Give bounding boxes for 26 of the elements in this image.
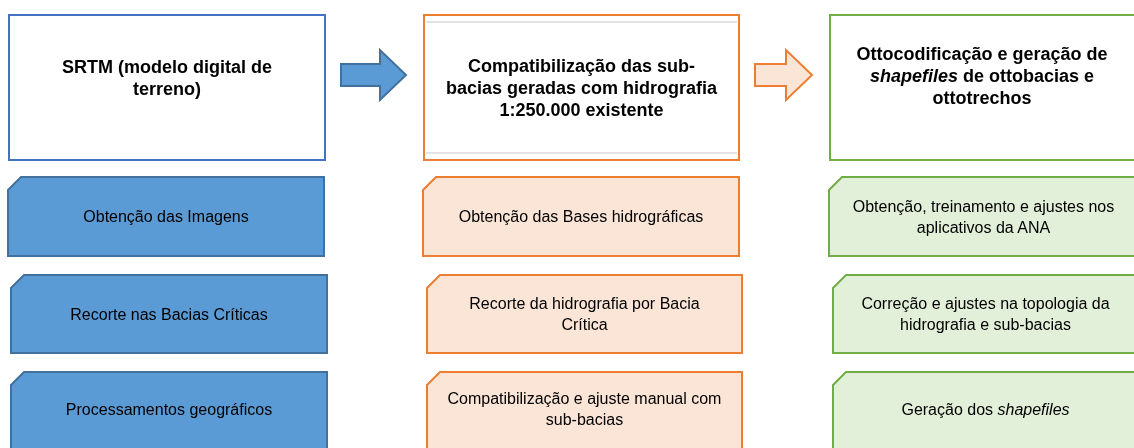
step-box (426, 274, 743, 354)
step-text: Processamentos geográficos (65, 399, 273, 420)
step-box (7, 176, 325, 257)
step-box (832, 371, 1134, 448)
step-box (10, 371, 328, 448)
block-arrow (340, 47, 408, 103)
box-title: SRTM (modelo digital de terreno) (61, 55, 273, 100)
step-box (10, 274, 328, 354)
step-text: Geração dos shapefiles (901, 399, 1070, 420)
step-text: Correção e ajustes na topologia da hidrografia e sub-bacias (860, 294, 1111, 335)
step-text: Obtenção, treinamento e ajustes nos aplicativos da ANA (851, 196, 1116, 238)
block-arrow (754, 47, 814, 103)
process-box (829, 14, 1134, 161)
step-text: Compatibilização e ajuste manual com sub-bacias (446, 389, 723, 430)
step-box (426, 371, 743, 448)
process-box (8, 14, 326, 161)
process-box (423, 14, 740, 161)
step-text: Recorte da hidrografia por Bacia Crítica (468, 294, 701, 335)
step-box (828, 176, 1134, 257)
step-box (422, 176, 740, 257)
step-text: Obtenção das Bases hidrográficas (458, 207, 704, 227)
step-text: Recorte nas Bacias Críticas (70, 304, 268, 325)
step-text: Obtenção das Imagens (83, 207, 249, 227)
box-title: Compatibilização das sub-bacias geradas com hidrografia 1:250.000 existente (444, 54, 719, 121)
box-title: Ottocodificação e geração de shapefiles de ottobacias e ottotrechos (855, 42, 1109, 109)
step-box (832, 274, 1134, 354)
